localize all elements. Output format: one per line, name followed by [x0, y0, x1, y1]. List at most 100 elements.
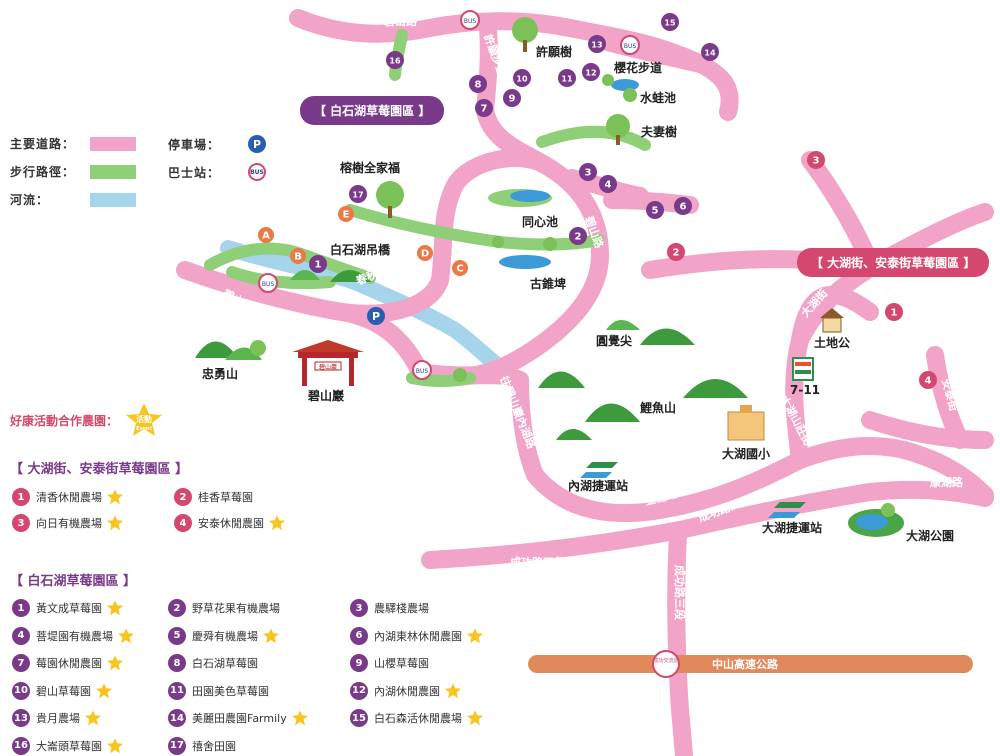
- farm-name: 安泰休閒農園: [198, 517, 264, 530]
- section-title-dahu: 【 大湖街、安泰街草莓園區 】: [10, 462, 189, 477]
- legend-river: 河流：: [10, 191, 136, 208]
- region-badge-dahu: 【 大湖街、安泰街草莓園區 】: [797, 248, 990, 277]
- farm-number-badge: 4: [174, 514, 192, 532]
- pond-guzhui: [499, 255, 551, 269]
- road-label-chenggong4b: 成功路四段: [510, 555, 565, 569]
- purple-marker-circle: [503, 89, 521, 107]
- legend-main-road: 主要道路：: [10, 135, 136, 152]
- farm-name: 美麗田農園Farmily: [192, 712, 287, 725]
- purple-marker-15: 15: [661, 13, 679, 31]
- event-star-icon: [106, 515, 124, 531]
- svg-text:BUS: BUS: [624, 43, 637, 50]
- purple-marker-label: 5: [652, 206, 659, 217]
- event-star-icon: [106, 655, 124, 671]
- farm-number-badge: 11: [168, 681, 186, 700]
- farm-name: 清香休閒農場: [36, 491, 102, 504]
- farm-item: 8 白石湖草莓園: [168, 653, 258, 673]
- farm-number-badge: 12: [350, 681, 368, 700]
- purple-marker-16: 16: [386, 51, 404, 69]
- purple-marker-label: 17: [352, 191, 363, 200]
- place-dahu-mrt: 大湖捷運站: [762, 520, 822, 535]
- farm-number-badge: 3: [350, 599, 368, 617]
- farm-name: 禧舍田園: [192, 739, 236, 753]
- event-star-line1: 活動: [136, 414, 152, 424]
- road-label-kanghu: 康湖路: [930, 475, 964, 489]
- farm-name: 白石森活休閒農場: [374, 712, 462, 725]
- event-star-icon: [117, 627, 135, 643]
- purple-marker-label: 12: [585, 69, 596, 78]
- place-yinghua: 櫻花步道: [613, 60, 662, 75]
- orange-marker-circle: [258, 227, 274, 243]
- purple-marker-label: 1: [315, 260, 322, 271]
- farm-name: 山櫻草莓園: [374, 657, 429, 670]
- river: [220, 240, 513, 380]
- place-zhongyong: 忠勇山: [202, 366, 238, 381]
- purple-marker-7: 7: [475, 99, 493, 117]
- farm-name: 大崙頭草莓園: [36, 739, 102, 753]
- legend-main-road-label: 主要道路：: [10, 137, 76, 151]
- farm-name: 野草花果有機農場: [192, 602, 280, 615]
- place-tudigong: 土地公: [814, 335, 850, 350]
- place-bishanyan: 碧山巖: [307, 388, 345, 403]
- farm-number-badge: 13: [12, 709, 30, 727]
- farm-number-badge: 6: [350, 626, 368, 645]
- place-liyu: 鯉魚山: [640, 400, 676, 415]
- bus-stops: BUS BUS BUS BUS: [258, 10, 640, 380]
- orange-marker-A: A: [258, 227, 274, 243]
- farm-number-badge: 4: [12, 626, 30, 645]
- purple-marker-circle: [646, 201, 664, 219]
- seven-eleven-logo: [792, 357, 814, 381]
- legend-bus: 巴士站： BUS: [168, 163, 266, 181]
- pink-marker-2: 2: [667, 243, 685, 261]
- farm-name: 慶舜有機農場: [192, 629, 258, 643]
- place-dahu-school: 大湖國小: [722, 446, 770, 461]
- highway-zhongshan: [528, 655, 973, 673]
- farm-number-badge: 1: [12, 599, 30, 617]
- farm-number-badge: 8: [168, 654, 186, 672]
- event-star-icon: [291, 710, 308, 726]
- svg-text:BUS: BUS: [464, 18, 477, 25]
- purple-marker-circle: [579, 163, 597, 181]
- farm-number-badge: 3: [12, 514, 30, 532]
- farm-item: 15 白石森活休閒農場: [350, 708, 484, 728]
- purple-marker-8: 8: [469, 75, 487, 93]
- event-star-icon: [106, 737, 124, 753]
- farm-number-badge: 2: [168, 599, 186, 617]
- place-guzhui: 古錐埤: [530, 276, 566, 291]
- farm-number-badge: 10: [12, 681, 30, 700]
- event-star-icon: [106, 600, 124, 616]
- purple-marker-circle: [469, 75, 487, 93]
- legend-main-road-swatch: [90, 136, 136, 151]
- legend-river-swatch: [90, 192, 136, 207]
- parking-icon-map: P: [367, 307, 385, 325]
- pond-dahu: [856, 514, 888, 530]
- event-star-icon: [84, 710, 102, 726]
- purple-marker-circle: [674, 197, 692, 215]
- purple-marker-label: 16: [389, 57, 401, 66]
- farm-number-badge: 15: [350, 709, 368, 727]
- section-title-baishihu: 【 白石湖草莓園區 】: [10, 574, 137, 589]
- place-couple-tree: 夫妻樹: [640, 124, 677, 139]
- legend-bus-label: 巴士站：: [168, 165, 221, 180]
- region-badge-baishihu: 【 白石湖草莓園區 】: [300, 96, 445, 125]
- purple-marker-label: 7: [481, 104, 488, 115]
- purple-marker-9: 9: [503, 89, 521, 107]
- purple-marker-circle: [588, 35, 606, 53]
- orange-marker-circle: [338, 206, 354, 222]
- purple-marker-circle: [582, 63, 600, 81]
- event-star-icon: [444, 682, 462, 698]
- pond-frog: [611, 79, 639, 91]
- orange-marker-label: A: [262, 231, 270, 242]
- farm-name: 白石湖草莓園: [192, 657, 258, 670]
- farm-number-badge: 17: [168, 736, 186, 755]
- place-tongxin: 同心池: [522, 214, 558, 229]
- pink-marker-3: 3: [807, 151, 825, 169]
